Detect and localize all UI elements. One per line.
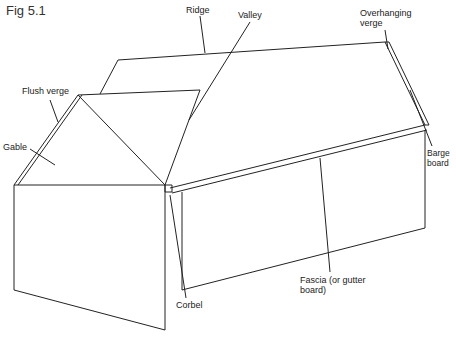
ridge-line <box>118 42 385 60</box>
fascia-board <box>172 130 427 193</box>
leader-line <box>30 149 55 165</box>
wall-edge <box>165 185 166 330</box>
barge-board <box>389 42 429 125</box>
part-label: Corbel <box>176 300 212 310</box>
figure-title: Fig 5.1 <box>6 3 46 18</box>
part-label: Gable <box>3 142 31 152</box>
leader-line <box>320 158 330 272</box>
barge-board <box>425 125 429 126</box>
gable-base <box>14 185 165 186</box>
leader-line <box>385 30 388 49</box>
part-label: Valley <box>238 10 278 20</box>
leader-line <box>50 100 58 122</box>
flush-verge <box>18 95 82 185</box>
leader-line <box>170 195 186 298</box>
wing-roof-edge <box>78 95 165 185</box>
leader-line <box>200 16 205 53</box>
part-label: Ridge <box>186 5 226 15</box>
flush-verge <box>14 95 78 185</box>
valley-line <box>165 90 200 185</box>
part-label: Barge board <box>427 148 454 168</box>
wing-ridge <box>78 90 200 95</box>
roof-edge <box>100 60 118 94</box>
leader-line <box>410 90 432 146</box>
wall-edge <box>425 130 426 228</box>
fascia-board <box>170 125 425 188</box>
part-label: Fascia (or gutter board) <box>300 275 378 295</box>
leader-line <box>189 22 250 120</box>
wall-base <box>14 290 165 330</box>
part-label: Overhanging verge <box>360 8 418 28</box>
wall-edge <box>14 185 15 290</box>
corbel-block <box>165 185 172 192</box>
part-label: Flush verge <box>22 86 72 96</box>
